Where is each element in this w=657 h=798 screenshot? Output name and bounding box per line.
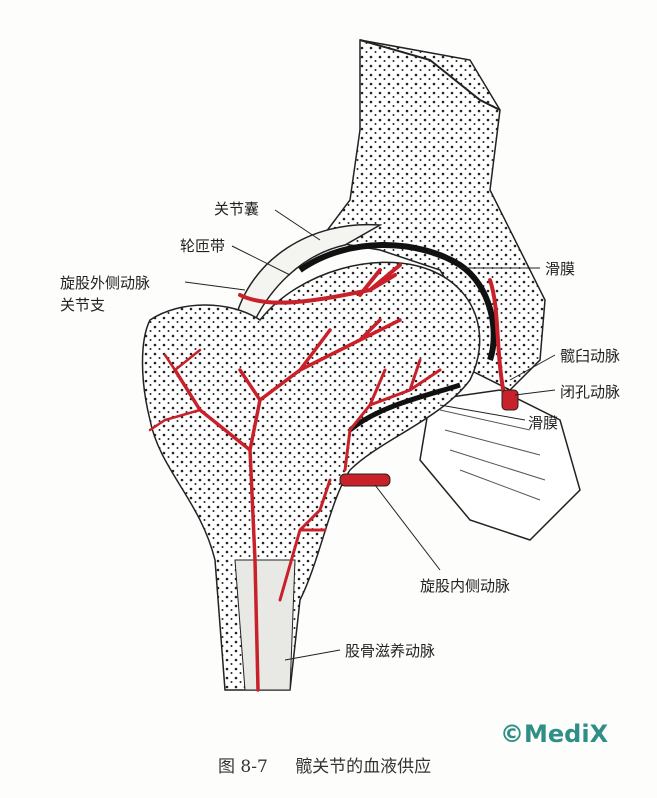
arteries: [148, 263, 507, 692]
obturator-vessel-stub: [501, 389, 519, 411]
label-zona-orbicularis: 轮匝带: [180, 237, 226, 255]
label-acetabular-artery: 髋臼动脉: [560, 347, 621, 365]
label-synovium-lower: 滑膜: [528, 414, 559, 432]
leader-lines: [184, 209, 556, 661]
watermark: ©MediX: [500, 720, 609, 748]
synovium-line: [298, 242, 497, 361]
label-joint-capsule: 关节囊: [214, 200, 260, 218]
caption-number: 图 8-7: [218, 757, 268, 777]
caption-title: 髋关节的血液供应: [295, 757, 432, 777]
label-nutrient-artery: 股骨滋养动脉: [345, 642, 436, 660]
label-obturator-artery: 闭孔动脉: [560, 383, 621, 401]
label-synovium-upper: 滑膜: [545, 260, 576, 278]
figure-caption: 图 8-7 髋关节的血液供应: [218, 752, 431, 777]
label-lateral-circumflex-artery: 旋股外侧动脉: [60, 274, 151, 292]
medial-circumflex-vessel-stub: [339, 473, 391, 487]
label-articular-branch: 关节支: [60, 296, 106, 314]
femur: [141, 261, 481, 691]
joint-capsule: [234, 223, 383, 321]
label-medial-circumflex-artery: 旋股内侧动脉: [420, 577, 511, 595]
